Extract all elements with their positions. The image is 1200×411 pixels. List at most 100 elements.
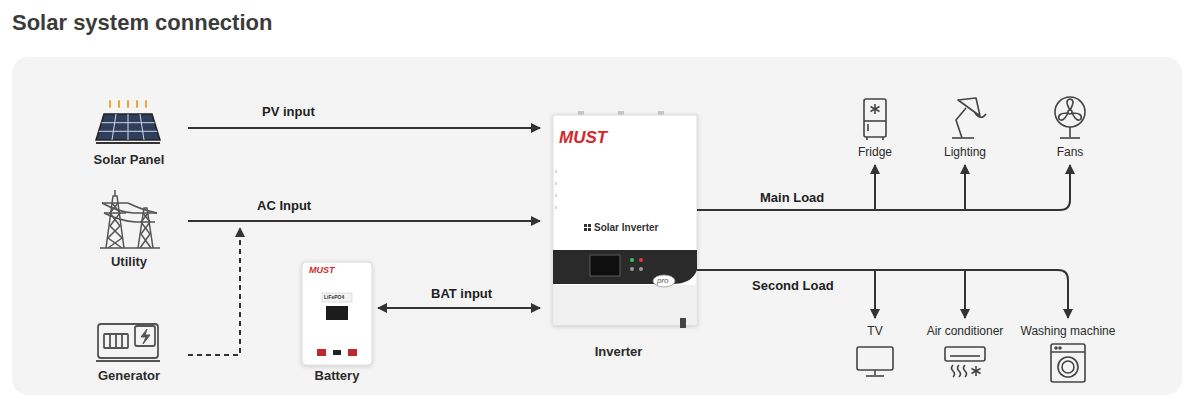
device-node: Battery <box>296 258 378 388</box>
grid-line <box>112 114 116 140</box>
device-label: Air conditioner <box>895 324 1035 338</box>
connector <box>697 270 1068 318</box>
panel-base <box>96 142 160 144</box>
inverter-foot <box>680 318 686 328</box>
fridge-foot <box>882 137 884 140</box>
button <box>639 267 643 271</box>
lamp-symbol <box>952 98 986 138</box>
connector-label: Second Load <box>752 279 834 292</box>
panel-slot <box>115 334 117 348</box>
brand-square <box>588 228 591 231</box>
washer-drum <box>1062 361 1074 373</box>
snowflake <box>972 369 981 374</box>
device-node: Utility <box>70 185 188 275</box>
ac-body <box>945 347 985 361</box>
connector <box>697 165 875 210</box>
connector <box>378 308 540 309</box>
washer-body <box>1051 344 1085 382</box>
connector-line <box>697 165 1070 210</box>
device-print: Solar Inverter <box>594 223 658 233</box>
power-wire <box>104 213 136 222</box>
connector <box>188 221 540 222</box>
brand-square <box>584 228 587 231</box>
solar-panel-symbol <box>96 114 160 140</box>
diagram-title: Solar system connection <box>12 12 272 34</box>
battery-port <box>333 350 341 355</box>
brand-square <box>584 224 587 227</box>
connector-label: BAT input <box>431 287 492 300</box>
ground-line <box>100 247 160 249</box>
device-label: Inverter <box>520 345 717 359</box>
sun-ray <box>127 101 129 107</box>
connector-line <box>240 220 540 222</box>
connector <box>188 221 540 355</box>
tv-base <box>866 375 884 377</box>
panel-slot <box>121 334 123 348</box>
device-label: Lighting <box>905 145 1025 159</box>
device-node: TV <box>845 318 905 384</box>
fridge-body <box>864 99 886 137</box>
panel-grid <box>99 114 157 140</box>
tower-leg <box>138 208 153 248</box>
fridge-handle <box>867 124 869 131</box>
device-label: Battery <box>276 369 398 383</box>
fan-stand <box>1069 127 1071 137</box>
lightning-bolt <box>141 329 150 344</box>
washer-door <box>1058 357 1078 377</box>
fridge-divider <box>864 120 886 122</box>
lamp-base <box>952 137 974 139</box>
indicator-led <box>630 258 634 262</box>
fan-blade <box>1067 99 1073 110</box>
battery-body <box>302 262 372 365</box>
device-node: Fans <box>1035 95 1105 165</box>
device-node: Lighting <box>925 95 1005 165</box>
panel-slot <box>109 334 111 348</box>
grid-line <box>140 114 144 140</box>
connector-line <box>697 165 875 210</box>
device-node: Washing machine <box>1016 318 1120 384</box>
washer-symbol <box>1051 344 1085 382</box>
device-node: Fridge <box>845 95 905 165</box>
tower-brace <box>140 213 150 248</box>
battery-screen <box>326 306 348 320</box>
device-node: Inverter <box>540 108 697 364</box>
device-label: Fans <box>1015 145 1125 159</box>
device-label: Fridge <box>825 145 925 159</box>
air-wave <box>952 365 955 377</box>
inverter-body <box>553 115 697 325</box>
device-print: MUST <box>309 266 335 275</box>
air-wave <box>964 365 967 377</box>
sun-ray <box>109 101 111 107</box>
device-node: Air conditioner <box>915 318 1015 384</box>
fan-guard <box>1055 97 1085 127</box>
power-wire <box>128 203 157 213</box>
connector-line <box>697 270 1068 318</box>
tv-stand <box>874 370 876 375</box>
sun-ray <box>145 101 147 107</box>
tower-brace <box>141 213 151 248</box>
connector-line <box>697 165 965 210</box>
inverter-display <box>590 255 620 276</box>
connector-label: PV input <box>262 105 315 118</box>
device-label: Utility <box>50 255 208 269</box>
device-print: LiFePO4 <box>324 295 344 300</box>
sun-ray <box>118 101 120 107</box>
device-node: Solar Panel <box>70 90 188 170</box>
device-label: Washing machine <box>996 324 1140 338</box>
button <box>630 267 634 271</box>
snowflake <box>871 107 880 112</box>
indicator-led <box>639 258 643 262</box>
snowflake <box>972 369 981 374</box>
air-wave <box>958 365 961 377</box>
generator-body <box>98 324 158 358</box>
utility-symbol <box>100 190 160 248</box>
connector <box>188 128 540 129</box>
connector-line <box>697 270 875 318</box>
fridge-foot <box>866 137 868 140</box>
inverter-band <box>553 250 697 284</box>
lamp-shade <box>958 98 980 116</box>
brand-square <box>588 224 591 227</box>
battery-tag <box>322 293 352 302</box>
fan-symbol <box>1055 97 1085 138</box>
tower-leg <box>106 196 124 248</box>
